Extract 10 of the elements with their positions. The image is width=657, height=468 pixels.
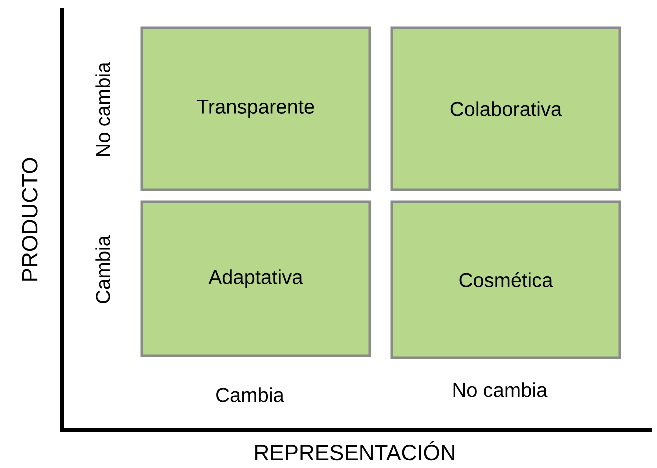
- quadrant-box: Cosmética: [390, 200, 622, 360]
- axis-label: No cambia: [454, 382, 548, 398]
- quadrant-box: Adaptativa: [140, 200, 372, 358]
- axis-label: Cambia: [216, 388, 284, 402]
- axis-label: No cambia: [96, 62, 110, 156]
- quadrant-box: Transparente: [140, 26, 372, 192]
- quadrant-box: Colaborativa: [390, 26, 622, 192]
- axis-title: PRODUCTO: [22, 158, 38, 281]
- axis-label: Cambia: [96, 236, 110, 304]
- axis-title: REPRESENTACIÓN: [256, 441, 454, 461]
